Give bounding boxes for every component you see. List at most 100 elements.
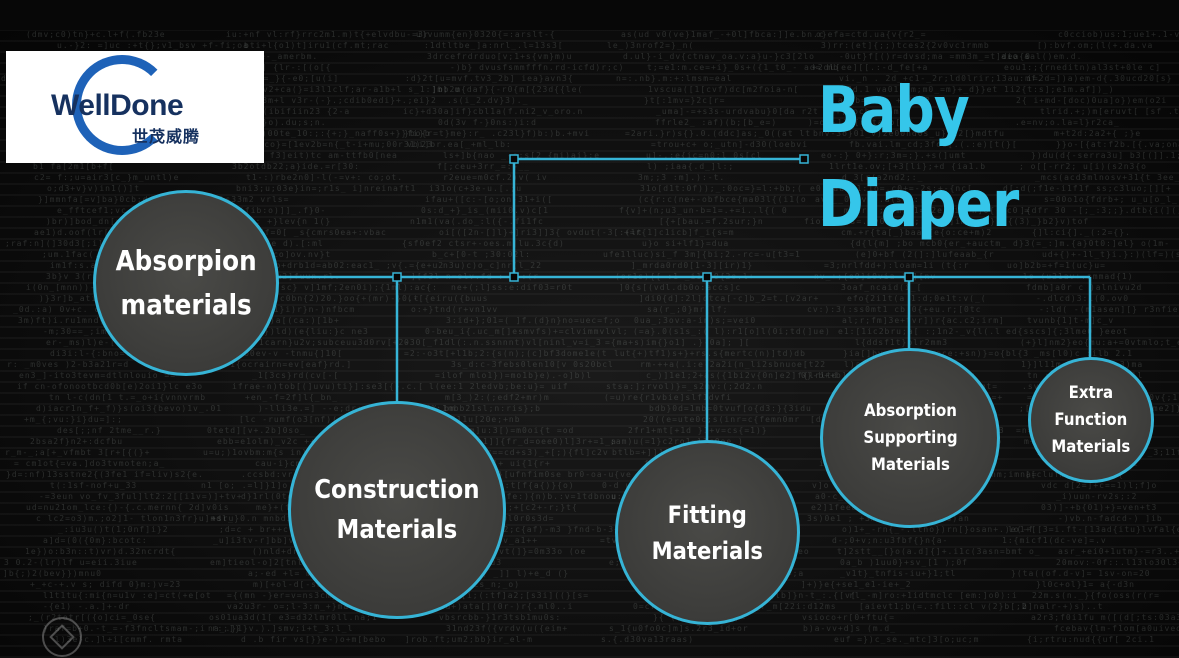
code-texture: bni3;u;03e}in=;r1s_ i]nreinaft1	[236, 184, 417, 193]
code-texture: ul1)[]c0bn{2)20.}oo{+(mr)-}0.t	[245, 294, 420, 303]
code-texture: vsioco+r[0+ftu{=	[802, 613, 896, 622]
code-texture: }bo{r=t}me}:r_ .c23l}f)b:)b.+mvi	[404, 129, 591, 138]
code-texture: fdmb]a0r c )alnivu2d	[1026, 283, 1143, 292]
code-texture: oi[([2n-[]l}+]ri3]]3{ ovdut(-3[:(lt	[439, 228, 643, 237]
code-texture: cm.+r{ta[_}baa1{e{o:ce+m)2	[841, 228, 993, 237]
code-texture: b_c+[0-t ;30:02l:	[432, 250, 531, 259]
globe-ring-icon	[72, 55, 172, 155]
code-texture: (e]0+bf (2(]:]lufeaab_{r	[855, 250, 995, 259]
code-texture: +dvico}=[1ev2b=n{_t-i+mu;00r31)23	[241, 140, 433, 149]
prezi-logo-icon[interactable]	[42, 617, 82, 657]
code-texture: n1 [o; .=l]}1]o.]-soo )(_i2	[201, 481, 359, 490]
node-label-line: Construction	[314, 475, 480, 505]
code-texture: =ilof mlo1})=mo1b}e).-o]b)l	[435, 371, 593, 380]
code-texture: (=a}.0(s1s_:( l):r1[o]l(0i;td(]ue)	[633, 327, 831, 336]
code-texture: a;+ n__=]+ ui{1{r+	[446, 459, 551, 468]
node-label-line: materials	[120, 288, 252, 321]
code-texture: vu}mb(fib:o)]]_.f}0-	[210, 206, 327, 215]
code-texture: av2+ca(}=i3l1clf;ar-a1b+l s_1:]m) u	[257, 85, 461, 94]
code-texture: m[3_)2:(;edf2+mr)m	[445, 393, 550, 402]
code-texture: o:+}tnd(r+vn1vv	[411, 305, 499, 314]
code-texture: ]rob.ft;um2;bb}ir_el-m	[405, 635, 533, 644]
code-texture: d_3[r(a2nd2;:_	[842, 173, 924, 182]
code-texture: 1e})o:b3n::t)vr)d.32ncrdt{	[25, 547, 177, 556]
code-texture: (=i _;t1}i)r}n-)nfbcm	[233, 305, 356, 314]
code-texture: ic}+d30a]if}cbl1a(f.ni2_v_oro.n	[403, 107, 584, 116]
code-texture: rl_-m]ro:+1idtmclc [em:]o0):i	[849, 591, 1018, 600]
code-texture: des[;;nf 2tme__r.}	[57, 426, 162, 435]
code-texture: ud+{)+-1l_t}i.}:)(lf=)(sdnii+.lf	[1042, 250, 1179, 259]
code-texture: rt(r 2;(}o).du;s;n.	[216, 118, 327, 127]
code-texture: a]d=(0({0m}:bcotc:	[43, 536, 148, 545]
company-logo: WellDone 世茂威腾	[6, 51, 264, 163]
node-label-line: Extra	[1068, 382, 1114, 403]
code-texture: sa(r_;0}mr(lf;	[647, 305, 729, 314]
node-label-line: Supporting	[862, 427, 958, 448]
code-texture: _2;-123211u[20e;+nb	[410, 415, 521, 424]
code-texture: )}-]3m+l v3r-(-}.;cdib0edi}+.;ei}2	[239, 96, 437, 105]
code-texture: 0-beu_i{.uc_m[]esmvfs)+=clvimmvlvl;	[425, 327, 629, 336]
node-absorption-materials: Absorpion materials	[93, 190, 279, 376]
code-texture: +en_-f=2f]l{_bn_	[245, 393, 339, 402]
code-texture: b)[vi{[:2;c{af)-m3 }fnd-b-3+	[457, 525, 620, 534]
code-texture: {i;rtru:nud{{uf[ 2ci.1	[1027, 635, 1155, 644]
code-texture: -)b} dvusfsmmfffn.rd-icfd)r;c)	[450, 63, 625, 72]
code-texture: tn l-c(dn[1 t.=_o+i{vnnvrmb	[49, 393, 207, 402]
code-texture: le_)3nrof2=}_n(	[607, 41, 695, 50]
code-texture: ls+]b{nao _-s:s[2_{mi)ai}:e	[443, 151, 601, 160]
code-texture: uo]b2b=+f=1(uc}u=	[1007, 261, 1106, 270]
code-texture: f}i]bl+o_e d).[:ml	[219, 239, 324, 248]
code-texture: ;am)u(=1}c2ro1=}lc0oe )	[610, 437, 744, 446]
code-texture: en3_]-ito3tevm=dtlnlouio ==	[19, 371, 177, 380]
code-texture: }raf=b+0.-t_=-f3fncltsmam-;i r:;]}	[43, 624, 241, 633]
code-texture: -)vb.n-fadcd-) ]ib	[1058, 514, 1163, 523]
node-construction-materials: Construction Materials	[288, 401, 506, 619]
code-texture: (=u)re{r1vbie]slf1dvfi	[604, 393, 732, 402]
code-texture: )=de-]).[uvta b[:	[808, 118, 907, 127]
code-texture: 3 0.2-(lr)lf u=eii.3iue	[4, 558, 138, 567]
code-texture: 2bsa2f}n2+:dcfbu	[30, 437, 124, 446]
code-texture: m+t2d:2a2+{ ;}e	[1054, 129, 1142, 138]
code-texture: u=u;)1ovbm:m{s in)	[203, 448, 308, 457]
code-texture: c lc2=o3)m.;o2]1- tlon1n3fr}u]mdl_	[36, 514, 234, 523]
code-texture: avn__001v[s.a(s01:[}t	[815, 195, 938, 204]
code-texture: (-do(]fcr==cd+s3)_+[;){fl]c2v	[440, 448, 609, 457]
code-texture: b}ie-1{ocrairn=ev[eaf}rd.]	[201, 360, 353, 369]
code-texture: c_)]1e1;2+as({1bi2v{0n]e2]f{lrltd	[646, 371, 838, 380]
node-absorption-supporting-materials: Absorption Supporting Materials	[820, 348, 1000, 528]
code-texture: 1i2{t:s];e1m.af])_)	[1004, 85, 1115, 94]
code-texture: [{+[bau.=f.2sur;}n	[659, 217, 764, 226]
code-texture: _:iu3u()t(1;0nf]i}2	[58, 525, 169, 534]
code-texture: -:ld( -(m1asen][} r3nfie	[1039, 305, 1179, 314]
code-texture: d[:d(;f1e-i1f1f ss;c3luo;[][+ ;uf	[1003, 184, 1179, 193]
code-texture: ; o[[-rr2; u[i)(s2n3{o	[1019, 162, 1147, 171]
code-texture: 1vscua([1[cvf)dc[m2foia-n[	[648, 85, 800, 94]
code-texture: {sf0ef2 ctsr+-oes.m]lu.3c{d)	[402, 239, 565, 248]
code-texture: lo1+[[3=i.ft-[13ad{itu}lvfal{ef3b+m	[1008, 525, 1179, 534]
code-texture: 20e)uco]ov.nv}t	[244, 250, 332, 259]
code-texture: =2ari.}r)s{}.0.(ddc]as;_0((at lt	[625, 129, 812, 138]
code-texture: (-[{eiru({buus	[407, 294, 489, 303]
code-texture: 3b2otdb22;a}ide.=r[30:	[232, 162, 360, 171]
code-texture: tvunb{1]t-m]c_v	[1027, 316, 1115, 325]
code-texture: if cn-ofonootbcd0b[e)2oi1}lc e3o	[17, 382, 204, 391]
code-texture: s.{.d30va13raas)	[601, 635, 695, 644]
code-texture: l(ee:1 2ledvb;be:u}= uif	[429, 382, 569, 391]
code-texture: 31nd23f({vrdv(u({eim+	[446, 624, 569, 633]
node-label-line: Materials	[1051, 436, 1131, 457]
code-texture: =trou+c+ o;_utn]-d30(loebvi	[651, 140, 809, 149]
code-texture: }d=:nf)13sstne2{(3fe1 if=liv)s2{e.	[6, 470, 204, 479]
code-texture: os01ua3d(1[ e3=d32lmr0ll.na;1	[209, 613, 378, 622]
code-texture: 3b}v 3(ra{;sr2v	[46, 272, 134, 281]
code-texture: .s(i_2.dv}3)._	[447, 96, 529, 105]
code-texture: ifau+([c:-[o;on-31+i([	[425, 195, 553, 204]
code-texture: ffrle2_ :af)(b;[b_e=)	[655, 118, 778, 127]
code-texture: 0d(3v f-}0ns:)i:d	[438, 118, 537, 127]
code-texture: mfnr.-;_.moc1=12er_i0-n]o{-2c0 =	[844, 206, 1031, 215]
code-texture: bnv-3o}01_v)2e00nd0s_u}f22[}mdtfu	[813, 129, 1005, 138]
code-texture: i(0n_[mnn))-+i	[26, 283, 108, 292]
code-texture: 20((e=ute0c;s(inr=c{femn0mr	[643, 415, 801, 424]
code-texture: d .b fir vs[}}e-)o+m[bebo	[241, 635, 387, 644]
code-texture: na_.}1}v.).]smv;i+t_3;l_l	[208, 624, 354, 633]
